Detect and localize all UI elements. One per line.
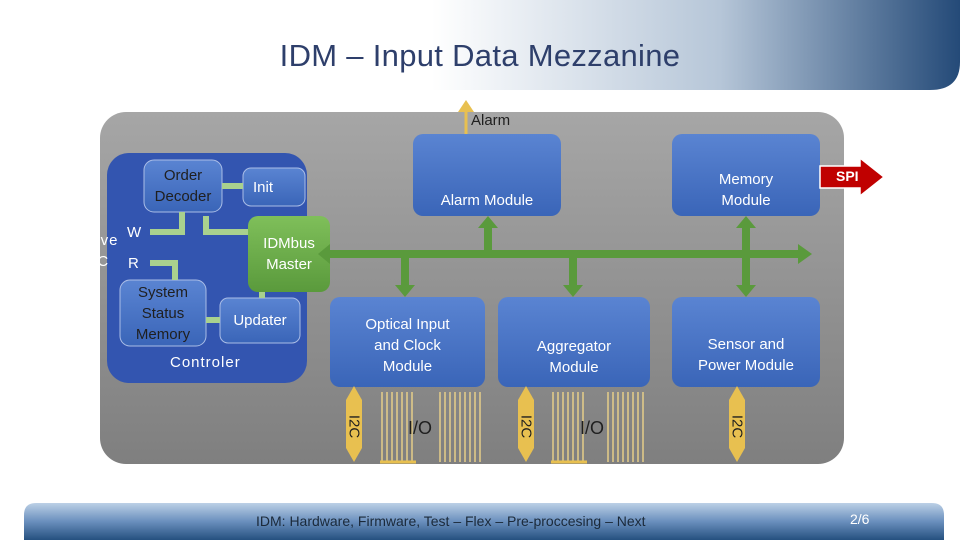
io-bundle-mid [551, 392, 644, 464]
system-status-memory-block [119, 279, 207, 347]
idm-bus [318, 216, 812, 297]
idmbus-master-block [248, 216, 330, 292]
controller-links [150, 183, 265, 323]
system-status-memory-label: System Status Memory [135, 283, 191, 343]
alarm-label: Alarm [471, 112, 511, 129]
write-label: W [127, 224, 142, 241]
order-decoder-label: Order Decoder [154, 167, 212, 205]
io-mid-label: I/O [580, 418, 605, 438]
i2c-right-label: I2C [728, 414, 746, 439]
i2c-mid-label: I2C [517, 414, 535, 439]
io-left-label: I/O [408, 418, 433, 438]
memory-module-block [672, 134, 820, 216]
read-label: R [128, 255, 139, 272]
spi-label: SPI [836, 168, 859, 184]
page-title: IDM – Input Data Mezzanine [279, 38, 681, 73]
aggregator-module-label: Aggregator Module [536, 338, 612, 376]
init-label: Init [252, 178, 273, 196]
alarm-arrow [458, 100, 474, 134]
spi-arrow [819, 156, 886, 198]
io-bundle-left [380, 392, 481, 464]
alarm-module-block [413, 134, 561, 216]
i2c-left-label: I2C [345, 414, 363, 439]
sensor-module-label: Sensor and Power Module [698, 336, 794, 374]
i2c-arrows [346, 386, 745, 462]
optical-module-block [330, 297, 485, 387]
title-banner [0, 0, 960, 90]
footer-bar [24, 503, 944, 540]
updater-label: Updater [233, 312, 287, 329]
idmbus-master-label: IDMbus Master [263, 235, 315, 273]
footer-text: IDM: Hardware, Firmware, Test – Flex – P… [256, 513, 646, 529]
controller-label: Controler [170, 354, 241, 371]
aggregator-module-block [498, 297, 650, 387]
optical-module-label: Optical Input and Clock Module [365, 315, 450, 375]
alarm-module-label: Alarm Module [440, 191, 534, 209]
slave-i2c-label: Slave I2C [76, 232, 119, 270]
memory-module-label: Memory Module [718, 171, 774, 209]
sensor-module-block [672, 297, 820, 387]
page-number: 2/6 [850, 511, 870, 527]
